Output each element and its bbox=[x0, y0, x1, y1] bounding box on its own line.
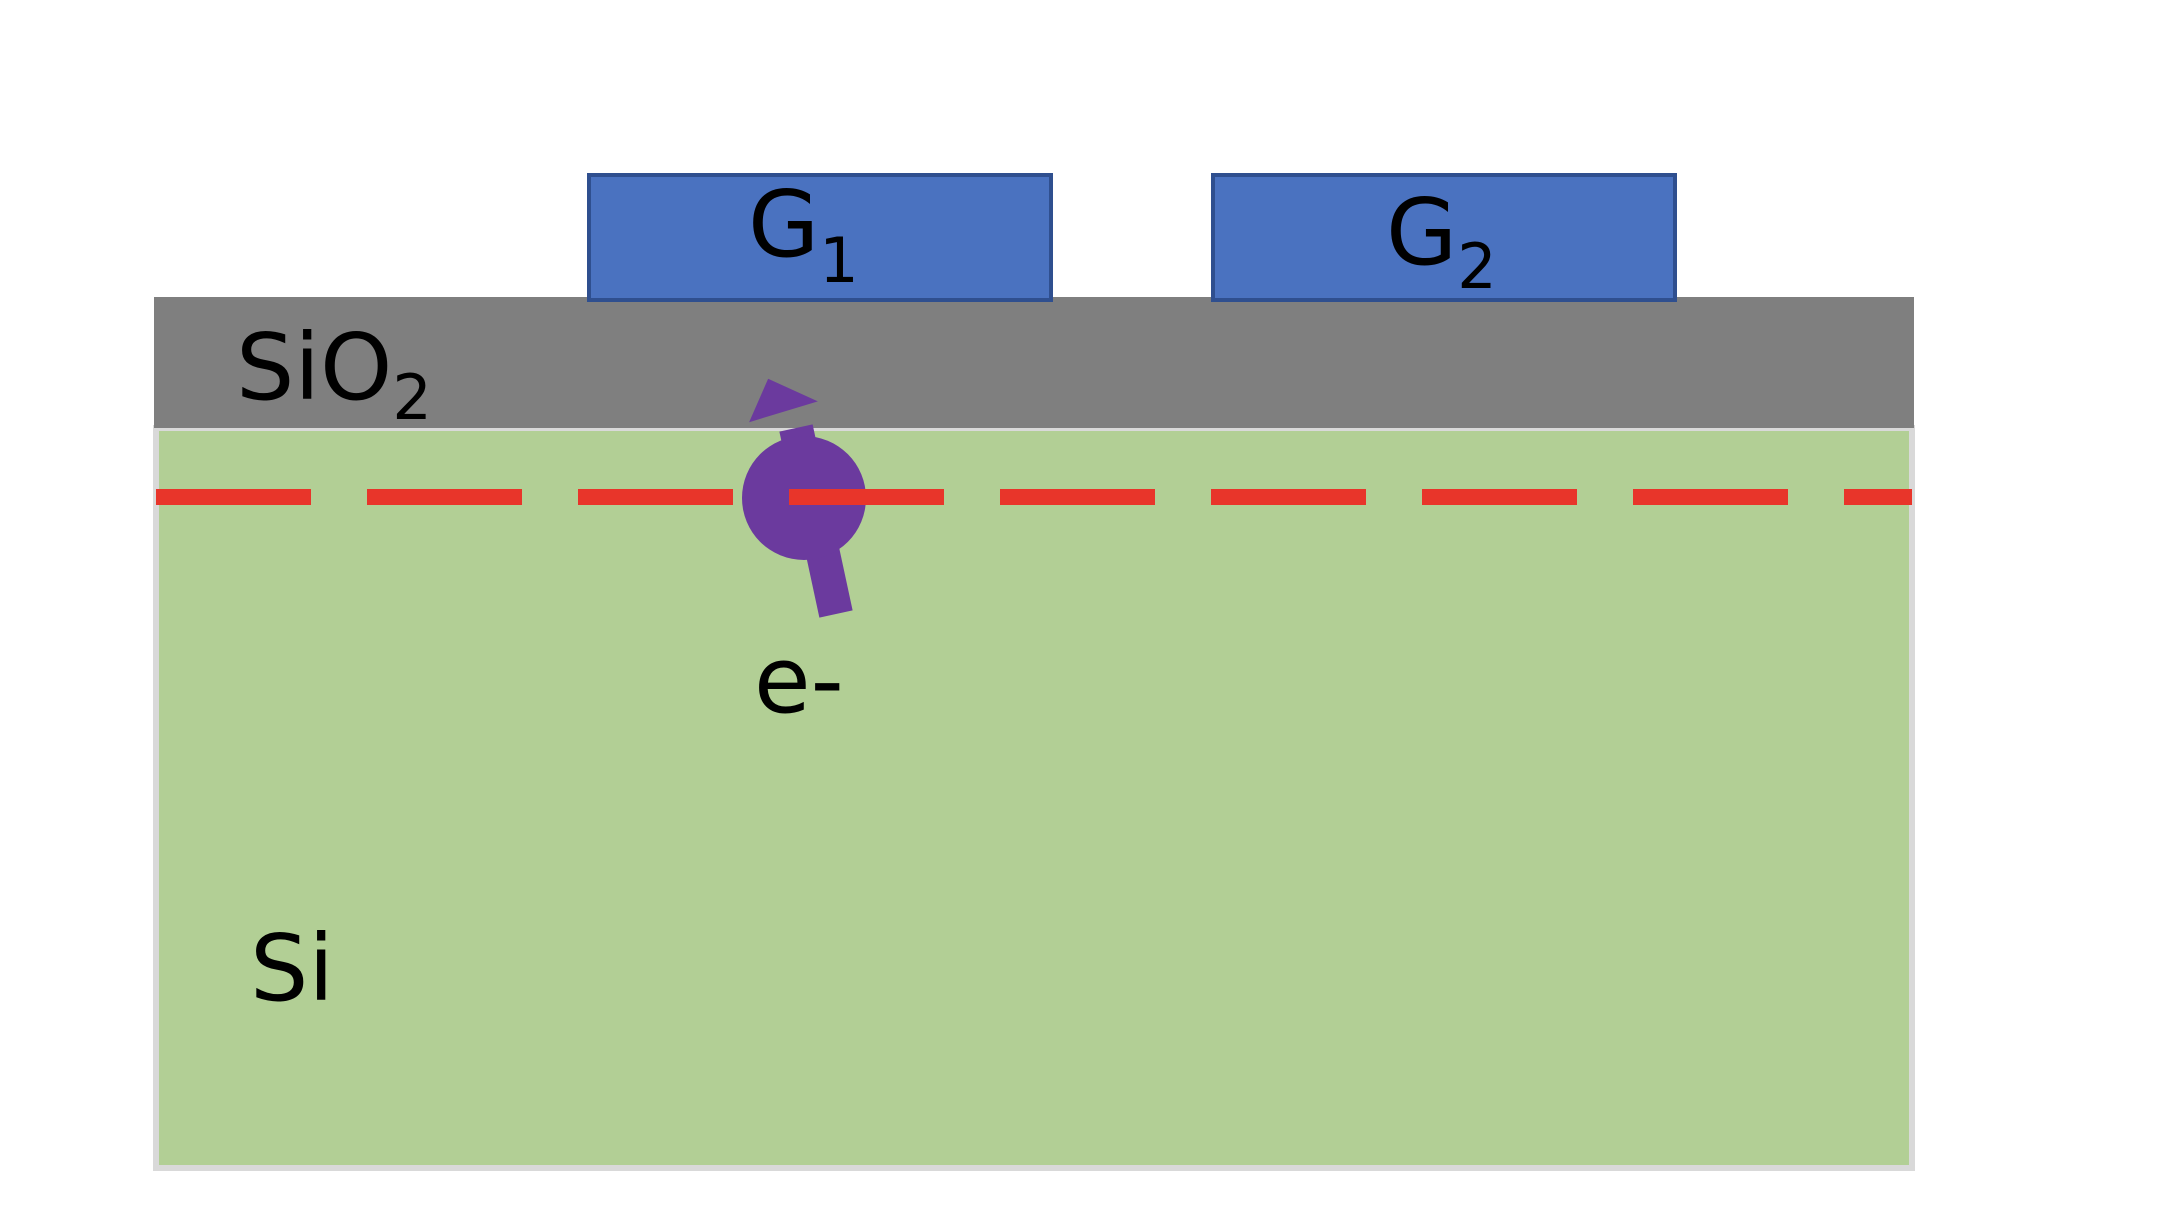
oxide-label: SiO2 bbox=[236, 314, 432, 434]
oxide-label-text: SiO bbox=[236, 314, 392, 421]
oxide-layer bbox=[154, 297, 1914, 428]
oxide-label-subscript: 2 bbox=[392, 361, 431, 434]
gate-g1-letter: G bbox=[748, 171, 819, 278]
gate-g2-label: G2 bbox=[1386, 179, 1497, 303]
silicon-substrate bbox=[153, 425, 1915, 1171]
gate-g1 bbox=[587, 173, 1053, 302]
gate-g1-label: G1 bbox=[748, 171, 859, 297]
electron-label: e- bbox=[754, 627, 844, 734]
spin-arrowhead bbox=[749, 378, 818, 423]
gate-g2 bbox=[1211, 173, 1677, 302]
gate-g2-letter: G bbox=[1386, 179, 1457, 286]
gate-g2-subscript: 2 bbox=[1457, 230, 1496, 303]
substrate-label: Si bbox=[250, 915, 334, 1022]
gate-g1-subscript: 1 bbox=[819, 224, 858, 297]
